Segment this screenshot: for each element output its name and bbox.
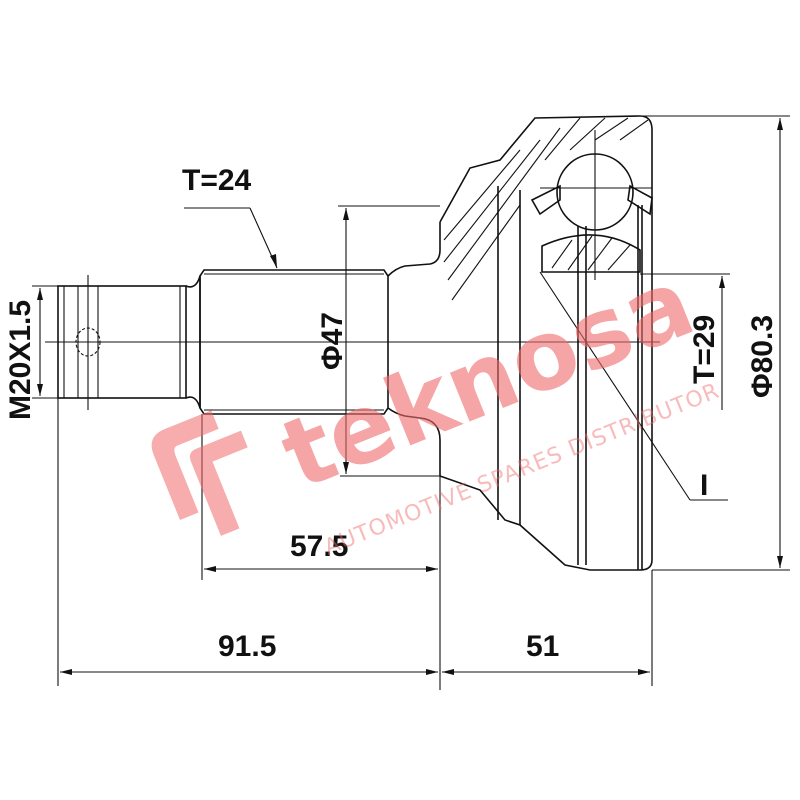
threaded-stub xyxy=(57,275,201,410)
watermark: teknosa AUTOMOTIVE SPARES DISTRIBUTOR xyxy=(151,246,723,561)
bell-length-label: 51 xyxy=(526,630,559,663)
dim-shaft-diameter: Φ47 xyxy=(316,205,440,477)
stub-total-length-label: 91.5 xyxy=(218,630,276,663)
watermark-logo-icon xyxy=(151,410,248,536)
dim-overall-length: 91.5 51 xyxy=(57,398,653,686)
bell-spline-label: T=29 xyxy=(688,315,721,384)
shaft-length-label: 57.5 xyxy=(290,530,348,563)
thread-label: M20X1.5 xyxy=(4,300,37,420)
dim-outer-diameter: Φ80.3 xyxy=(640,115,790,571)
shaft-diameter-label: Φ47 xyxy=(316,312,349,370)
dim-shaft-spline: T=24 xyxy=(182,164,278,269)
leader-line xyxy=(539,271,691,501)
outer-diameter-label: Φ80.3 xyxy=(746,315,779,398)
dim-shaft-length: 57.5 xyxy=(201,414,441,690)
spline-shaft xyxy=(199,222,441,476)
abs-marker-label: I xyxy=(700,469,708,502)
dim-bell-spline: T=29 xyxy=(640,273,730,410)
dim-thread: M20X1.5 xyxy=(4,285,58,420)
shaft-spline-label: T=24 xyxy=(182,164,252,197)
